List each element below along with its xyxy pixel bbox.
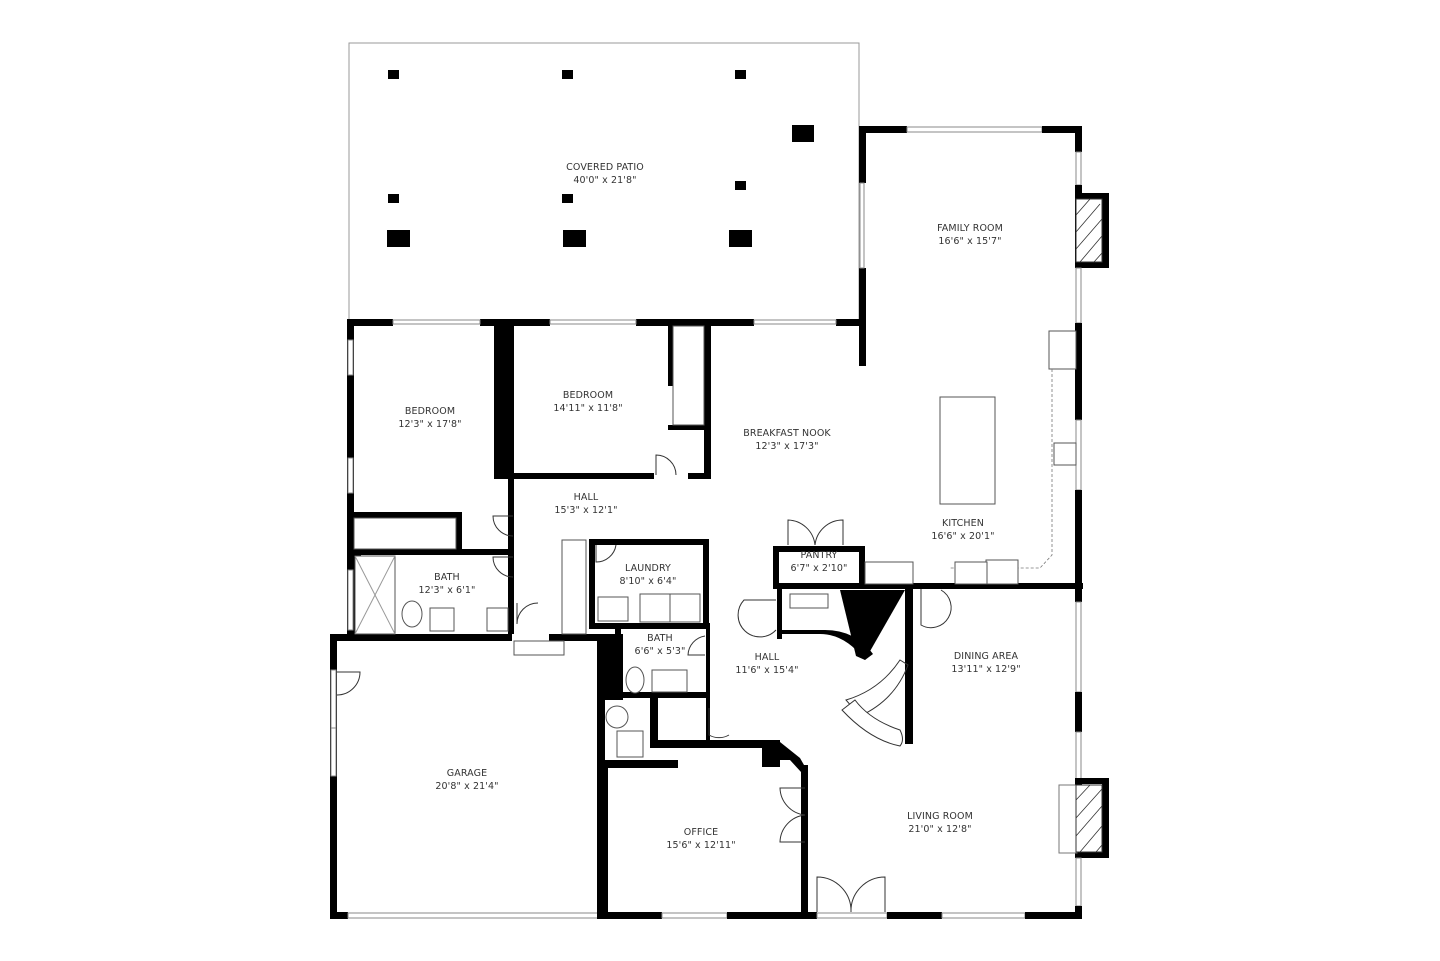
room-dimensions: 16'6" x 20'1" xyxy=(931,531,995,542)
room-name: PANTRY xyxy=(800,550,838,561)
room-label-bedroom-2: BEDROOM 14'11" x 11'8" xyxy=(553,389,622,415)
room-name: HALL xyxy=(573,492,599,503)
room-dimensions: 20'8" x 21'4" xyxy=(435,781,499,792)
room-label-bedroom-1: BEDROOM 12'3" x 17'8" xyxy=(398,405,461,431)
room-dimensions: 21'0" x 12'8" xyxy=(908,824,972,835)
room-label-family-room: FAMILY ROOM 16'6" x 15'7" xyxy=(937,222,1003,248)
fixtures xyxy=(353,325,1077,758)
room-name: BEDROOM xyxy=(562,390,614,401)
room-dimensions: 16'6" x 15'7" xyxy=(938,236,1002,247)
room-dimensions: 12'3" x 17'3" xyxy=(755,441,819,452)
room-name: KITCHEN xyxy=(942,518,984,529)
room-label-garage: GARAGE 20'8" x 21'4" xyxy=(435,767,498,793)
room-name: OFFICE xyxy=(683,827,719,838)
room-name: BATH xyxy=(434,572,460,583)
room-dimensions: 6'7" x 2'10" xyxy=(790,563,848,574)
room-label-bath-1: BATH 12'3" x 6'1" xyxy=(418,571,475,597)
room-label-laundry: LAUNDRY 8'10" x 6'4" xyxy=(619,562,676,588)
doors xyxy=(336,454,952,913)
room-name: BREAKFAST NOOK xyxy=(743,428,831,439)
room-dimensions: 12'3" x 17'8" xyxy=(398,419,462,430)
room-name: BEDROOM xyxy=(404,406,456,417)
room-label-hall-2: HALL 11'6" x 15'4" xyxy=(735,651,798,677)
room-label-living-room: LIVING ROOM 21'0" x 12'8" xyxy=(907,810,973,836)
room-dimensions: 14'11" x 11'8" xyxy=(553,403,623,414)
room-label-dining-area: DINING AREA 13'11" x 12'9" xyxy=(951,650,1020,676)
room-label-covered-patio: COVERED PATIO 40'0" x 21'8" xyxy=(566,161,644,187)
room-label-kitchen: KITCHEN 16'6" x 20'1" xyxy=(931,517,994,543)
room-name: LAUNDRY xyxy=(625,563,671,574)
room-label-pantry: PANTRY 6'7" x 2'10" xyxy=(790,549,847,575)
room-dimensions: 40'0" x 21'8" xyxy=(573,175,637,186)
room-name: FAMILY ROOM xyxy=(937,223,1003,234)
walls xyxy=(330,126,1109,919)
room-dimensions: 11'6" x 15'4" xyxy=(735,665,799,676)
room-dimensions: 6'6" x 5'3" xyxy=(634,646,686,657)
room-dimensions: 12'3" x 6'1" xyxy=(418,585,476,596)
room-name: DINING AREA xyxy=(953,651,1019,662)
room-dimensions: 15'3" x 12'1" xyxy=(554,505,618,516)
room-name: LIVING ROOM xyxy=(907,811,973,822)
room-label-office: OFFICE 15'6" x 12'11" xyxy=(666,826,735,852)
room-dimensions: 13'11" x 12'9" xyxy=(951,664,1021,675)
room-label-bath-2: BATH 6'6" x 5'3" xyxy=(635,632,686,658)
room-name: COVERED PATIO xyxy=(566,162,644,173)
room-name: HALL xyxy=(754,652,780,663)
room-name: GARAGE xyxy=(446,768,488,779)
room-label-hall-1: HALL 15'3" x 12'1" xyxy=(554,491,617,517)
room-name: BATH xyxy=(647,633,673,644)
room-label-breakfast-nook: BREAKFAST NOOK 12'3" x 17'3" xyxy=(743,427,830,453)
room-dimensions: 15'6" x 12'11" xyxy=(666,840,736,851)
room-dimensions: 8'10" x 6'4" xyxy=(619,576,677,587)
